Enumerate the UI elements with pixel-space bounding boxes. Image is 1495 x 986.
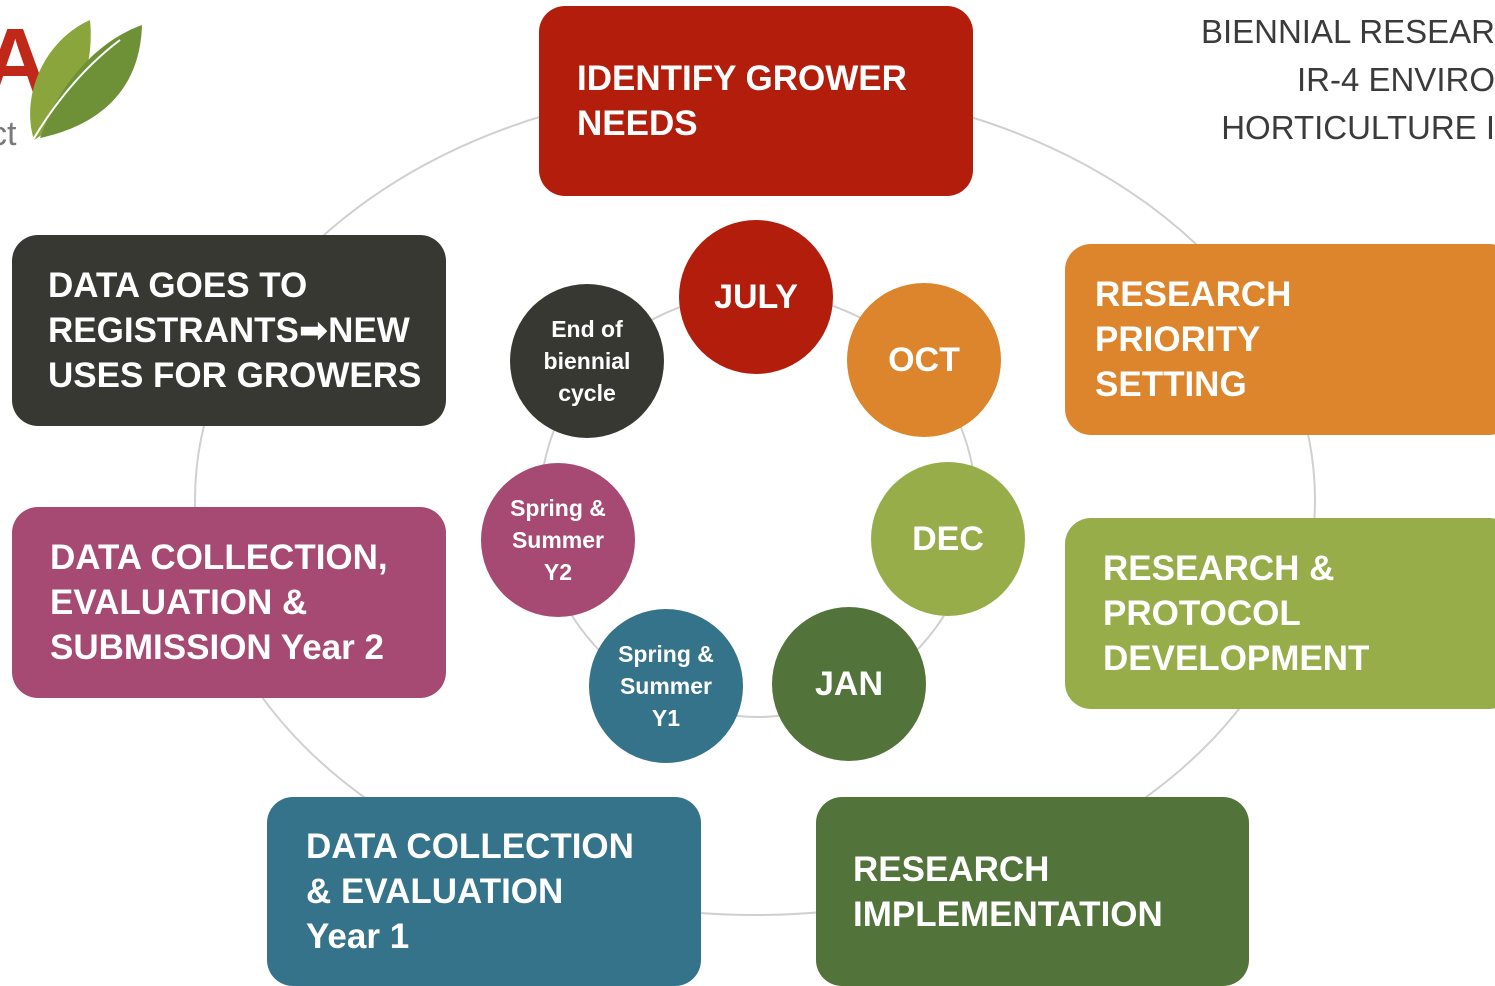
- end-of-biennial-cycle: End of biennial cycle: [510, 284, 664, 438]
- circle-label: Spring & Summer Y1: [618, 641, 714, 731]
- stage-identify-grower-needs: IDENTIFY GROWER NEEDS: [539, 6, 973, 196]
- stage-label: DATA COLLECTION, EVALUATION & SUBMISSION…: [50, 538, 388, 667]
- header-line-2: IR-4 ENVIRO: [1296, 61, 1495, 98]
- stage-data-collection-year-1: DATA COLLECTION & EVALUATION Year 1: [267, 797, 701, 986]
- circle-label: OCT: [888, 340, 960, 379]
- stage-data-to-registrants: DATA GOES TO REGISTRANTS➡NEW USES FOR GR…: [12, 235, 446, 426]
- header-line-1: BIENNIAL RESEAR: [1200, 13, 1495, 50]
- leaf-icon: [30, 20, 91, 140]
- stage-label: DATA GOES TO REGISTRANTS➡NEW USES FOR GR…: [48, 266, 422, 395]
- circle-label: JULY: [714, 277, 798, 316]
- header-line-3: HORTICULTURE I: [1221, 109, 1495, 146]
- stage-label: RESEARCH PRIORITY SETTING: [1095, 275, 1292, 404]
- season-spring-summer-y2: Spring & Summer Y2: [481, 463, 635, 617]
- circle-label: DEC: [912, 519, 984, 558]
- circle-label: JAN: [814, 664, 884, 703]
- page-header: BIENNIAL RESEAR IR-4 ENVIRO HORTICULTURE…: [1135, 8, 1495, 152]
- circle-label: Spring & Summer Y2: [510, 495, 606, 585]
- stage-label: RESEARCH IMPLEMENTATION: [853, 849, 1163, 934]
- circle-label: End of biennial cycle: [543, 316, 631, 406]
- leaf-icon-large: [40, 25, 142, 138]
- ir4-logo: A ct: [0, 10, 142, 153]
- month-oct: OCT: [847, 283, 1001, 437]
- stage-research-implementation: RESEARCH IMPLEMENTATION: [816, 797, 1249, 986]
- stage-research-protocol-development: RESEARCH & PROTOCOL DEVELOPMENT: [1065, 518, 1495, 709]
- outer-cycle-ring: [194, 84, 1316, 916]
- logo-fragment: ct: [0, 115, 17, 153]
- stage-research-priority-setting: RESEARCH PRIORITY SETTING: [1065, 244, 1495, 435]
- stage-label: DATA COLLECTION & EVALUATION Year 1: [306, 827, 634, 956]
- leaf-stem: [29, 39, 121, 146]
- month-dec: DEC: [871, 462, 1025, 616]
- stage-label: IDENTIFY GROWER NEEDS: [577, 59, 907, 143]
- stage-label: RESEARCH & PROTOCOL DEVELOPMENT: [1103, 549, 1370, 678]
- month-july: JULY: [679, 220, 833, 374]
- season-spring-summer-y1: Spring & Summer Y1: [589, 609, 743, 763]
- month-jan: JAN: [772, 607, 926, 761]
- stage-data-collection-year-2: DATA COLLECTION, EVALUATION & SUBMISSION…: [12, 507, 446, 698]
